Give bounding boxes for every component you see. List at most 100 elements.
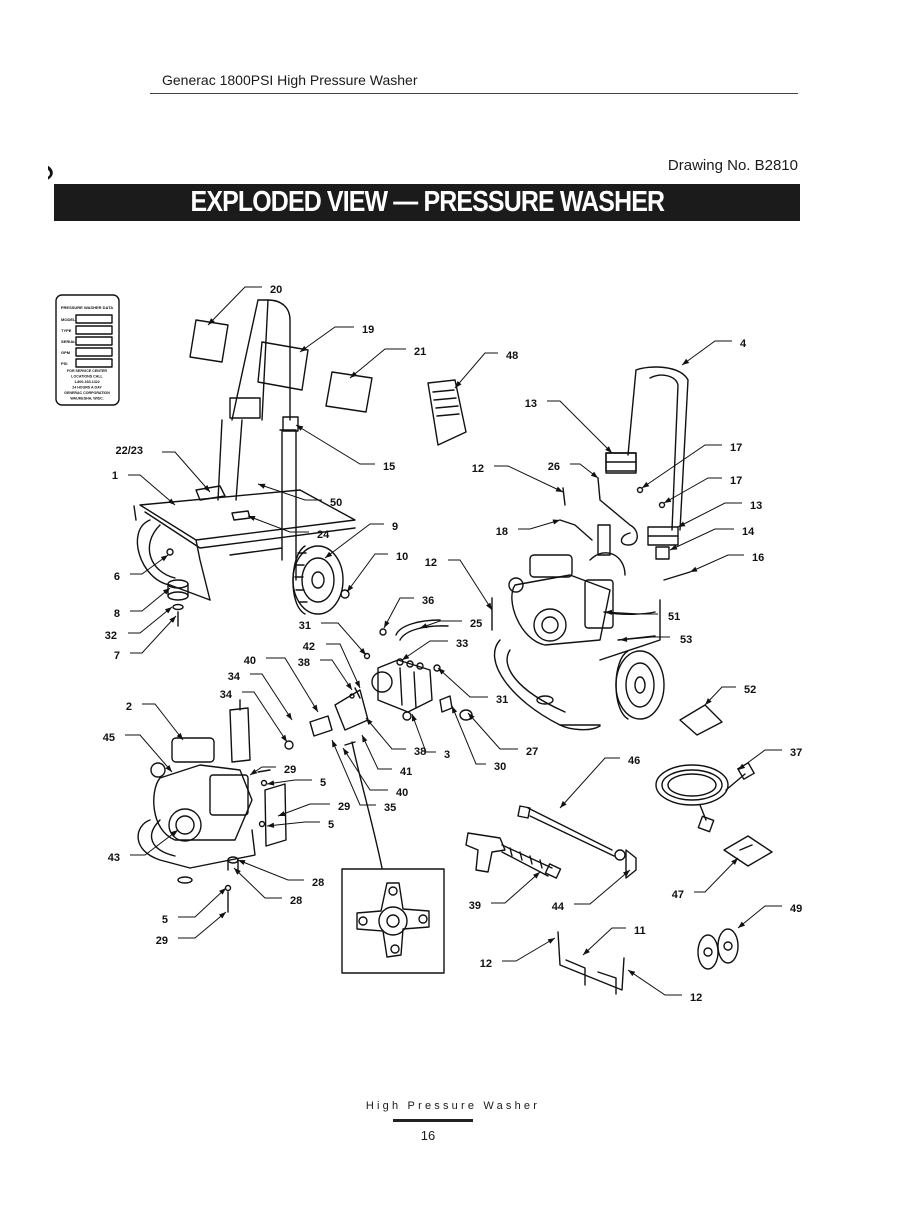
leader-line (677, 502, 742, 528)
bracket-44 (625, 849, 637, 879)
data-plate-note-line: WAUKESHA, WISC. (70, 397, 103, 401)
leader-line (324, 523, 384, 559)
leader-arrowhead (628, 970, 636, 977)
callout-label: 51 (668, 611, 680, 623)
callout-label: 13 (525, 398, 537, 410)
leader-arrowhead (343, 748, 349, 756)
data-plate-note-line: GENERAC CORPORATION (64, 391, 110, 395)
drawing-number: Drawing No. B2810 (667, 157, 798, 174)
leader-line (737, 749, 782, 771)
leader-line (130, 615, 177, 654)
nut-17b (658, 501, 666, 509)
callout-label: 47 (672, 889, 684, 901)
leader-arrowhead (280, 734, 287, 742)
wand-46 (517, 805, 626, 861)
leader-arrowhead (285, 712, 292, 720)
leader-line (299, 326, 354, 353)
bolt-29b (257, 769, 271, 773)
wheel-right (615, 650, 665, 720)
callout-label: 19 (362, 324, 374, 336)
washer-5a (224, 884, 232, 892)
clip-12a (562, 487, 566, 506)
callout-label: 12 (425, 557, 437, 569)
leader-arrowhead (300, 345, 308, 352)
data-plate-field-box (75, 325, 113, 335)
leader-line (247, 515, 309, 533)
leader-arrowhead (162, 588, 170, 595)
leader-line (619, 636, 670, 641)
callout-label: 10 (396, 551, 408, 563)
callout-label: 40 (396, 787, 408, 799)
leader-arrowhead (605, 446, 612, 453)
leader-arrowhead (238, 860, 246, 866)
leader-line (681, 340, 732, 366)
leader-arrowhead (420, 623, 428, 629)
leader-arrowhead (705, 698, 712, 705)
leader-line (669, 528, 734, 551)
data-plate-heading: PRESSURE WASHER DATA (61, 305, 113, 310)
nut-10 (340, 589, 350, 599)
leader-arrowhead (452, 706, 458, 714)
callout-label: 35 (384, 802, 396, 814)
leader-arrowhead (267, 822, 275, 828)
footer-caption: High Pressure Washer (365, 1100, 541, 1112)
leader-line (321, 622, 367, 656)
data-plate-field-box (75, 336, 113, 346)
callout-label: 38 (414, 746, 426, 758)
page-title: EXPLODED VIEW — PRESSURE WASHER (190, 186, 664, 218)
leader-line (365, 717, 406, 750)
leader-arrowhead (219, 888, 226, 895)
callout-label: 20 (270, 284, 282, 296)
callout-label: 34 (220, 689, 233, 701)
header-product-line: Generac 1800PSI High Pressure Washer (162, 72, 418, 88)
leader-line (178, 911, 227, 939)
callout-label: 36 (422, 595, 434, 607)
wheel-left (292, 545, 344, 615)
callout-label: 9 (392, 521, 398, 533)
leader-arrowhead (167, 498, 175, 505)
nozzle-52 (679, 704, 723, 736)
data-plate-field-box (75, 358, 113, 368)
leader-arrowhead (678, 521, 686, 527)
page-title-bar: EXPLODED VIEW — PRESSURE WASHER (54, 184, 800, 221)
leader-arrowhead (312, 704, 318, 712)
callout-label: 3 (444, 749, 450, 761)
leader-arrowhead (250, 768, 258, 775)
leader-arrowhead (547, 938, 555, 944)
leader-line (467, 712, 518, 750)
callout-label: 7 (114, 650, 120, 662)
callout-label: 26 (548, 461, 560, 473)
leader-line (491, 871, 541, 904)
leader-line (419, 620, 462, 629)
leader-arrowhead (218, 912, 226, 919)
callout-label: 34 (228, 671, 241, 683)
leader-line (142, 703, 184, 741)
cap-14 (655, 546, 670, 560)
callout-label: 39 (469, 900, 481, 912)
leader-arrowhead (682, 358, 690, 365)
leader-line (383, 597, 414, 629)
leader-arrowhead (258, 483, 266, 489)
data-plate-field-box (75, 347, 113, 357)
leader-arrowhead (555, 486, 563, 492)
callout-label: 17 (730, 442, 742, 454)
leader-line (559, 757, 620, 809)
leader-line (233, 867, 282, 899)
callout-label: 24 (317, 529, 330, 541)
leader-arrowhead (267, 780, 275, 786)
leader-line (342, 747, 388, 791)
callout-label: 52 (744, 684, 756, 696)
leader-arrowhead (169, 616, 176, 623)
callout-label: 1 (112, 470, 118, 482)
leader-line (207, 286, 262, 326)
leader-arrowhead (438, 668, 445, 675)
leader-line (518, 519, 561, 530)
leader-line (411, 713, 436, 753)
callout-label: 42 (303, 641, 315, 653)
ear-plugs-49 (697, 928, 739, 970)
callout-label: 29 (284, 764, 296, 776)
leader-arrowhead (622, 870, 630, 877)
data-plate-field-label: GPM (61, 350, 71, 355)
callout-label: 40 (244, 655, 256, 667)
callout-label: 16 (752, 552, 764, 564)
